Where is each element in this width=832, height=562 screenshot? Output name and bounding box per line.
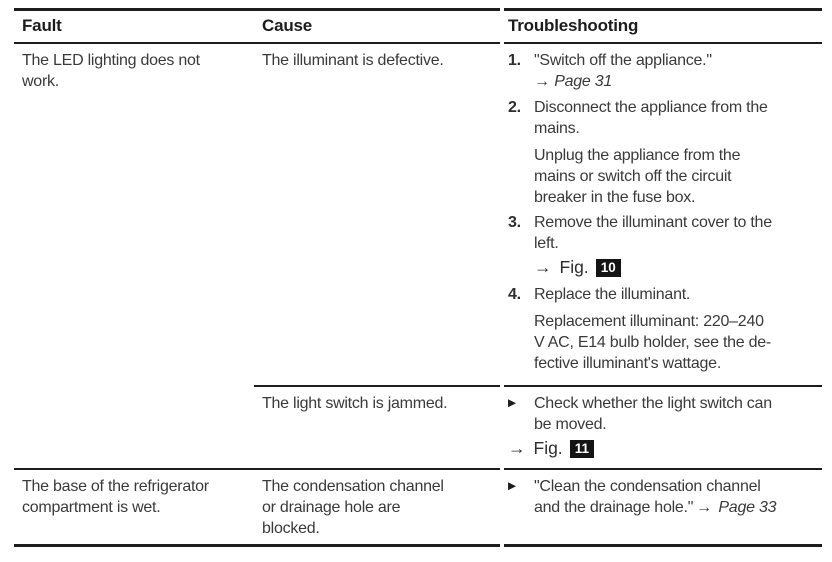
step-number: 3. [508, 214, 521, 231]
table-row-refrigerator-base: The base of the refrigerator compartment… [14, 468, 822, 546]
figure-label: Fig. [533, 438, 563, 458]
action-text: Check whether the light switch can be mo… [534, 395, 772, 433]
column-header-cause: Cause [254, 9, 499, 44]
troubleshooting-cell: ▶ "Clean the condensation channel and th… [499, 468, 822, 546]
page-reference-label: Page 31 [554, 73, 613, 90]
cause-cell: The condensation channel or drainage hol… [254, 468, 499, 546]
step-text: Remove the illuminant cover to the left. [534, 214, 772, 252]
cause-cell: The illuminant is defective. [262, 52, 444, 69]
step-text: Disconnect the appliance from the mains. [534, 99, 768, 137]
step-item: 2. Disconnect the appliance from the mai… [508, 97, 818, 208]
bullet-triangle-icon: ▶ [508, 480, 516, 492]
fault-cell: The base of the refrigerator compartment… [14, 468, 254, 546]
action-item: ▶ "Clean the condensation channel and th… [508, 476, 818, 518]
table-row-led-lighting: The LED lighting does not work. The illu… [14, 43, 822, 386]
page-reference-label: Page 33 [718, 499, 777, 516]
cause-cell: The light switch is jammed. [254, 385, 499, 469]
column-header-fault: Fault [14, 9, 254, 44]
manual-page: Fault Cause Troubleshooting The LED ligh… [0, 8, 832, 562]
page-reference: → Page 31 [534, 71, 818, 92]
arrow-right-icon: → [534, 73, 550, 90]
step-detail-paragraph: Replacement illuminant: 220–240 V AC, E1… [534, 313, 771, 372]
step-item: 3. Remove the illuminant cover to the le… [508, 212, 818, 280]
fault-cell: The LED lighting does not work. [22, 52, 200, 90]
step-number: 4. [508, 286, 521, 303]
bullet-triangle-icon: ▶ [508, 397, 516, 409]
troubleshooting-cell: ▶ Check whether the light switch can be … [499, 385, 822, 469]
step-number: 1. [508, 52, 521, 69]
step-item: 1. "Switch off the appliance." → Page 31 [508, 50, 818, 93]
arrow-right-icon: → [534, 257, 552, 277]
troubleshooting-table: Fault Cause Troubleshooting The LED ligh… [14, 8, 822, 547]
action-item: ▶ Check whether the light switch can be … [508, 393, 818, 435]
figure-reference: → Fig. 11 [508, 438, 818, 459]
header-row: Fault Cause Troubleshooting [14, 9, 822, 44]
figure-reference: → Fig. 10 [534, 257, 818, 278]
arrow-right-icon: → [508, 438, 526, 458]
step-item: 4. Replace the illuminant. Replacement i… [508, 284, 818, 374]
arrow-right-icon: → [696, 499, 713, 516]
step-text: "Switch off the appliance." [534, 52, 712, 69]
step-text: Replace the illuminant. [534, 286, 691, 303]
figure-number-badge: 11 [569, 440, 594, 458]
figure-number-badge: 10 [595, 259, 621, 277]
troubleshooting-cell: 1. "Switch off the appliance." → Page 31… [499, 43, 822, 386]
figure-label: Fig. [559, 257, 589, 277]
action-text: "Clean the condensation channel and the … [534, 478, 761, 516]
table-row-light-switch: The light switch is jammed. ▶ Check whet… [14, 385, 822, 469]
column-header-troubleshooting: Troubleshooting [499, 9, 822, 44]
step-number: 2. [508, 99, 521, 116]
step-detail-paragraph: Unplug the appliance from the mains or s… [534, 147, 741, 206]
